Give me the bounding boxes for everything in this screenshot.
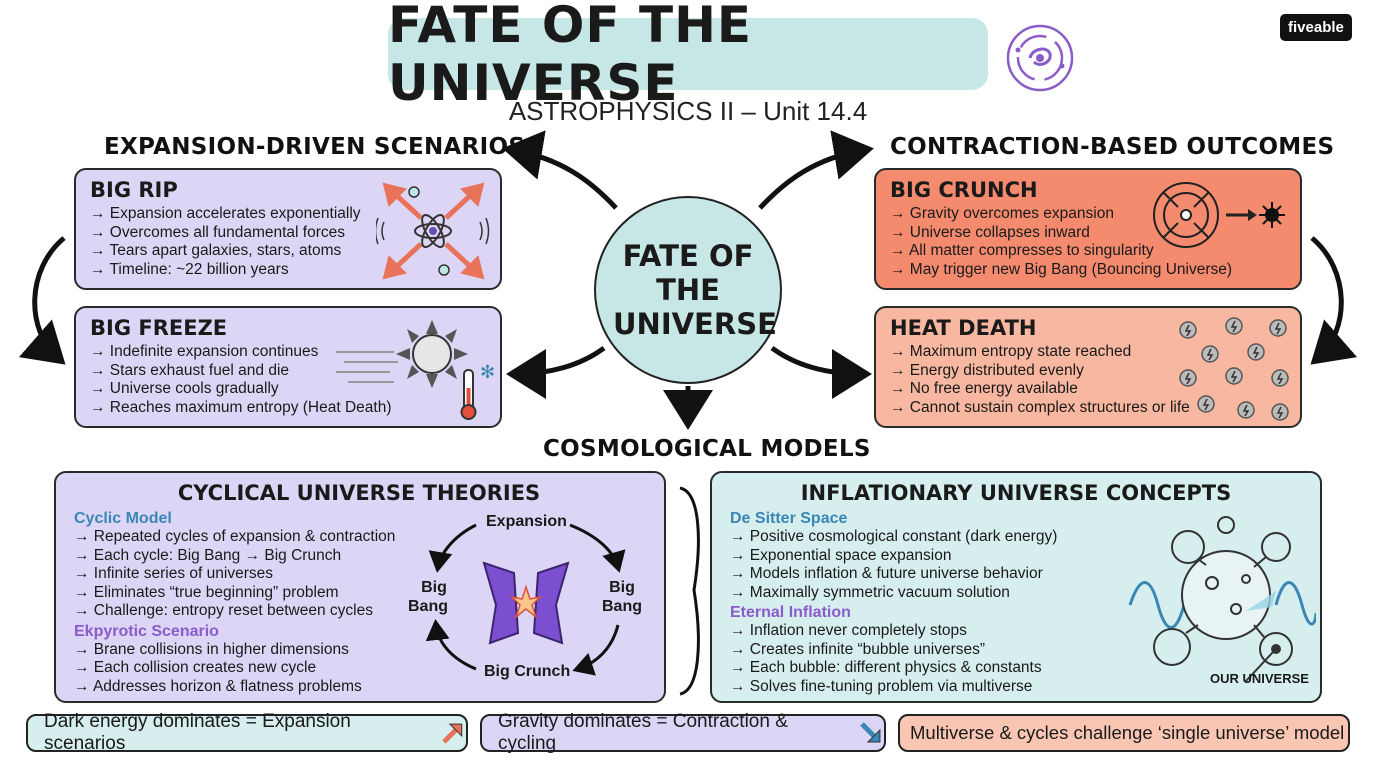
collapse-icon xyxy=(1146,180,1292,250)
pill-text: Gravity dominates = Contraction & cyclin… xyxy=(498,711,788,754)
list-item: → Infinite series of universes xyxy=(74,565,274,582)
list-item: → Repeated cycles of expansion & contrac… xyxy=(74,528,396,545)
pill-text: Dark energy dominates = Expansion scenar… xyxy=(44,711,351,754)
eternal-inflation-heading: Eternal Inflation xyxy=(730,604,851,621)
list-item: → Solves fine-tuning problem via multive… xyxy=(730,677,1033,695)
arrow-up-right-icon xyxy=(442,723,463,744)
big-crunch-title: BIG CRUNCH xyxy=(890,178,1038,202)
fiveable-logo: fiveable xyxy=(1280,14,1352,41)
list-item: → Inflation never completely stops xyxy=(730,622,967,639)
heat-death-title: HEAT DEATH xyxy=(890,316,1037,340)
page-title: FATE OF THE UNIVERSE xyxy=(388,0,753,112)
list-item: → May trigger new Big Bang (Bouncing Uni… xyxy=(890,260,1233,278)
bubble-universes-icon: OUR UNIVERSE xyxy=(1126,513,1316,699)
big-freeze-title: BIG FREEZE xyxy=(90,316,228,340)
list-item: → No free energy available xyxy=(890,380,1078,397)
list-item: → Universe cools gradually xyxy=(90,380,279,397)
list-item: → Each bubble: different physics & const… xyxy=(730,659,1042,676)
ekpyrotic-heading: Ekpyrotic Scenario xyxy=(74,622,219,640)
cyclical-title: CYCLICAL UNIVERSE THEORIES xyxy=(177,481,541,505)
list-item: → Eliminates “true beginning” problem xyxy=(74,583,339,601)
big-rip-card: BIG RIP → Expansion accelerates exponent… xyxy=(74,168,502,290)
cyclical-theories-card: CYCLICAL UNIVERSE THEORIES Cyclic Model … xyxy=(54,471,666,703)
cycle-label-expansion: Expansion xyxy=(486,513,567,530)
list-item: → Cannot sustain complex structures or l… xyxy=(890,398,1190,416)
list-item: → All matter compresses to singularity xyxy=(890,242,1154,259)
list-item: → Tears apart galaxies, stars, atoms xyxy=(90,242,342,259)
big-crunch-card: BIG CRUNCH → Gravity overcomes expansion… xyxy=(874,168,1302,290)
atom-explosion-icon xyxy=(376,178,491,284)
inflationary-concepts-card: INFLATIONARY UNIVERSE CONCEPTS De Sitter… xyxy=(710,471,1322,703)
list-item: → Gravity overcomes expansion xyxy=(890,205,1114,222)
galaxy-icon xyxy=(1004,22,1076,94)
list-item: → Maximum entropy state reached xyxy=(890,343,1132,360)
cycle-label-big-crunch: Big Crunch xyxy=(484,663,571,680)
list-item: → Each collision creates new cycle xyxy=(74,659,317,676)
expansion-section-heading: EXPANSION-DRIVEN SCENARIOS xyxy=(104,134,526,160)
list-item: → Energy distributed evenly xyxy=(890,361,1084,379)
list-item: → Each cycle: Big Bang → Big Crunch xyxy=(74,546,342,564)
list-item: → Addresses horizon & flatness problems xyxy=(74,677,362,695)
energy-particles-icon xyxy=(1176,314,1294,424)
list-item: → Challenge: entropy reset between cycle… xyxy=(74,602,373,619)
cyclic-model-heading: Cyclic Model xyxy=(74,510,172,527)
list-item: → Models inflation & future universe beh… xyxy=(730,565,1043,582)
cycle-label-big-bang-right-1: Big xyxy=(609,579,635,596)
list-item: → Exponential space expansion xyxy=(730,546,952,564)
list-item: → Creates infinite “bubble universes” xyxy=(730,640,986,658)
center-topic-label: FATE OF THE UNIVERSE xyxy=(613,239,777,341)
our-universe-label: OUR UNIVERSE xyxy=(1210,671,1309,686)
list-item: → Maximally symmetric vacuum solution xyxy=(730,583,1010,601)
list-item: → Expansion accelerates exponentially xyxy=(90,205,361,222)
title-banner: FATE OF THE UNIVERSE xyxy=(388,0,988,112)
cycle-label-big-bang-right-2: Bang xyxy=(602,598,642,615)
list-item: → Overcomes all fundamental forces xyxy=(90,223,345,241)
svg-text:✻: ✻ xyxy=(480,362,494,383)
de-sitter-heading: De Sitter Space xyxy=(730,510,848,527)
contraction-section-heading: CONTRACTION-BASED OUTCOMES xyxy=(890,134,1335,160)
list-item: → Brane collisions in higher dimensions xyxy=(74,640,349,658)
pill-text: Multiverse & cycles challenge ‘single un… xyxy=(910,722,1345,743)
list-item: → Indefinite expansion continues xyxy=(90,343,319,360)
cycle-label-big-bang-left-2: Bang xyxy=(408,598,448,615)
cycle-diagram: Expansion Big Bang Big Bang Big Crunch xyxy=(404,509,648,689)
cold-star-icon: ✻ xyxy=(334,318,494,424)
big-freeze-card: BIG FREEZE → Indefinite expansion contin… xyxy=(74,306,502,428)
page-subtitle: ASTROPHYSICS II – Unit 14.4 xyxy=(508,96,868,126)
models-section-heading: COSMOLOGICAL MODELS xyxy=(543,436,871,462)
heat-death-card: HEAT DEATH → Maximum entropy state reach… xyxy=(874,306,1302,428)
arrow-down-right-icon xyxy=(860,722,881,743)
list-item: → Stars exhaust fuel and die xyxy=(90,361,290,379)
list-item: → Reaches maximum entropy (Heat Death) xyxy=(90,398,392,416)
center-topic-circle: FATE OF THE UNIVERSE xyxy=(594,196,782,384)
inflationary-title: INFLATIONARY UNIVERSE CONCEPTS xyxy=(800,481,1232,505)
list-item: → Timeline: ~22 billion years xyxy=(90,260,289,278)
big-rip-title: BIG RIP xyxy=(90,178,178,202)
cycle-label-big-bang-left-1: Big xyxy=(421,579,447,596)
list-item: → Universe collapses inward xyxy=(890,223,1090,241)
summary-pill-gravity: Gravity dominates = Contraction & cyclin… xyxy=(480,711,886,754)
summary-pill-dark-energy: Dark energy dominates = Expansion scenar… xyxy=(26,711,468,754)
summary-pill-multiverse: Multiverse & cycles challenge ‘single un… xyxy=(898,714,1350,752)
list-item: → Positive cosmological constant (dark e… xyxy=(730,528,1058,545)
